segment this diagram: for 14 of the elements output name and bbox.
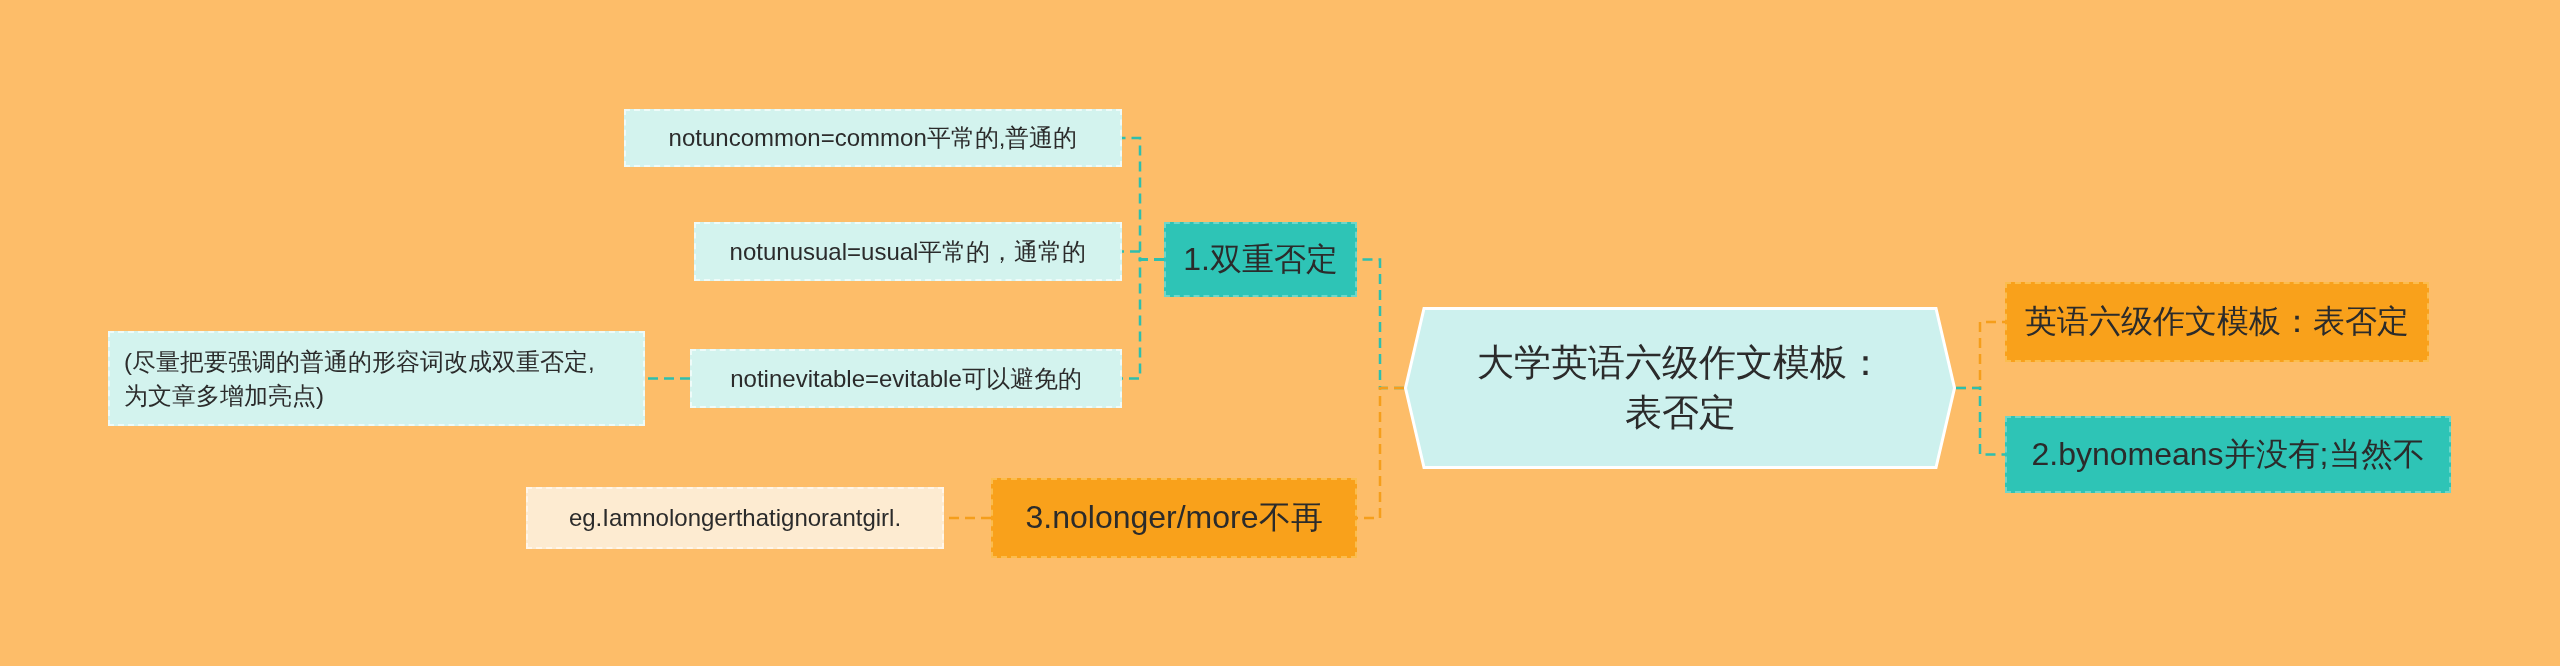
- topic-box: 3.nolonger/more不再: [991, 478, 1357, 558]
- connector-line: [1357, 386, 1404, 520]
- topic-box: 1.双重否定: [1164, 222, 1357, 297]
- note-box: (尽量把要强调的普通的形容词改成双重否定,为文章多增加亮点): [108, 331, 645, 426]
- note-box: notinevitable=evitable可以避免的: [690, 349, 1122, 408]
- connector-line: [1956, 386, 2005, 456]
- note-box: eg.Iamnolongerthatignorantgirl.: [526, 487, 944, 549]
- note-box: notuncommon=common平常的,普通的: [624, 109, 1122, 167]
- topic-box: 英语六级作文模板：表否定: [2005, 282, 2429, 362]
- note-box: notunusual=usual平常的，通常的: [694, 222, 1122, 281]
- connector-line: [645, 377, 690, 380]
- central-topic: 大学英语六级作文模板：表否定: [1404, 307, 1956, 469]
- connector-line: [1122, 258, 1164, 380]
- topic-box: 2.bynomeans并没有;当然不: [2005, 416, 2451, 493]
